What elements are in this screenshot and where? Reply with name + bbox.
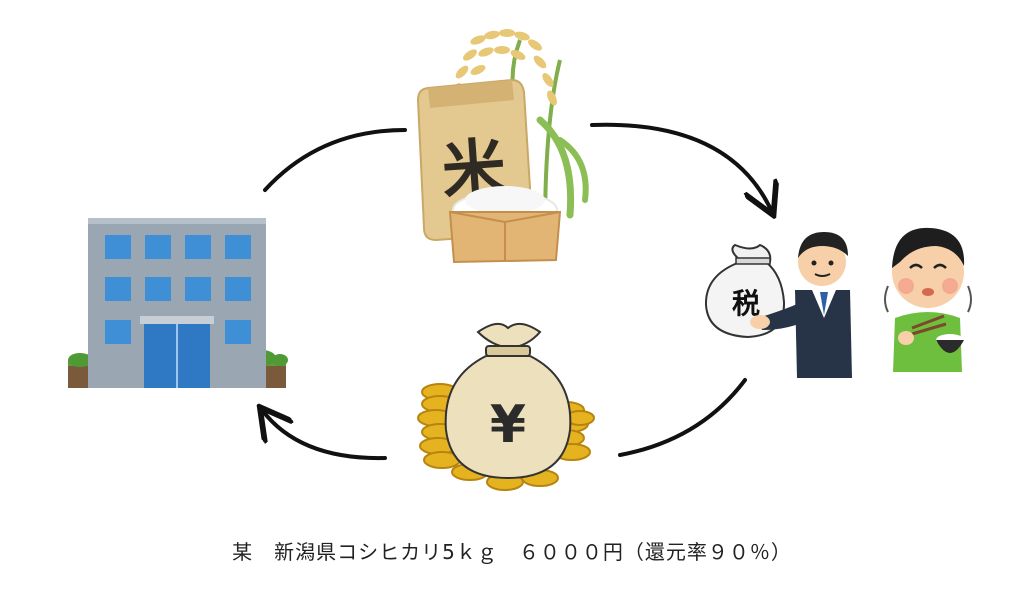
arrow-rice-to-taxpayer-arrow — [590, 122, 772, 212]
caption-text: 某 新潟県コシヒカリ5ｋｇ ６０００円（還元率９０％） — [232, 540, 792, 564]
money-bag-label: ¥ — [490, 395, 526, 455]
masu-rice-box-icon — [448, 186, 562, 264]
politician-icon — [750, 232, 852, 378]
arrow-taxpayer-to-money — [618, 378, 747, 457]
arrow-building-to-rice — [263, 128, 407, 192]
office-building-icon — [68, 218, 288, 388]
tax-bag-label: 税 — [732, 287, 760, 320]
yen-money-bag-icon: ¥ — [444, 322, 572, 480]
boy-eating-rice-icon — [884, 227, 972, 372]
arrow-money-to-building-arrow — [262, 410, 387, 461]
cycle-arrows — [262, 122, 772, 461]
